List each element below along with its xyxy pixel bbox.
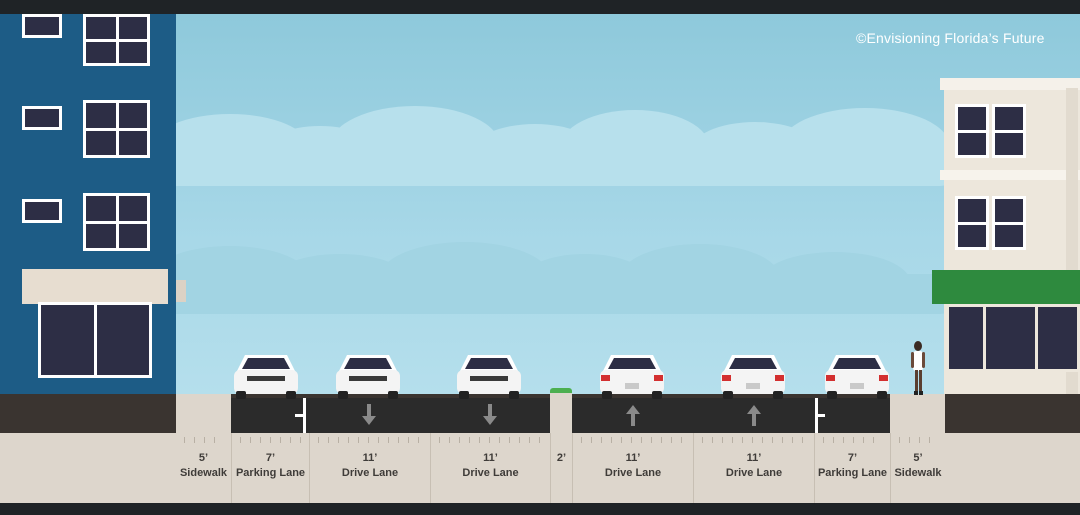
median-grass: [550, 388, 572, 393]
ledge: [940, 170, 1080, 180]
car-front-icon: [335, 353, 401, 399]
roadway-east: [572, 398, 890, 433]
segment-median: 2’: [550, 433, 572, 503]
storefront-window: [946, 304, 1080, 372]
car-rear-icon: [824, 353, 890, 399]
segment-width: 11’: [362, 452, 378, 464]
dimension-base: [0, 433, 1080, 503]
segment-drive-lane-3: 11’ Drive Lane: [572, 433, 693, 503]
segment-width: 11’: [483, 452, 498, 464]
arrow-up-icon: [626, 405, 640, 426]
awning-shadow: [176, 280, 186, 302]
window: [83, 14, 150, 66]
segment-width: 5’: [198, 452, 209, 464]
frame-bottom: [0, 503, 1080, 515]
segment-sidewalk-left: 5’ Sidewalk: [176, 433, 231, 503]
arrow-down-icon: [483, 404, 497, 425]
window: [992, 104, 1026, 158]
small-window: [22, 199, 62, 223]
small-window: [22, 14, 62, 38]
cloud-band: [140, 274, 960, 314]
segment-label: Parking Lane: [817, 467, 888, 479]
segment-width: 11’: [625, 452, 641, 464]
sidewalk-right: [890, 394, 945, 434]
segment-width: 7’: [265, 452, 276, 464]
frame-top: [0, 0, 1080, 14]
segment-label: Drive Lane: [725, 467, 783, 479]
image-credit: ©Envisioning Florida’s Future: [856, 30, 1045, 46]
arrow-up-icon: [747, 405, 761, 426]
segment-drive-lane-4: 11’ Drive Lane: [693, 433, 814, 503]
segment-width: 7’: [847, 452, 858, 464]
segment-label: Drive Lane: [604, 467, 662, 479]
segment-drive-lane-2: 11’ Drive Lane: [430, 433, 550, 503]
segment-label: Sidewalk: [179, 467, 228, 479]
car-rear-icon: [720, 353, 786, 399]
median: [550, 392, 572, 434]
segment-width: 5’: [913, 452, 923, 464]
sky: [0, 14, 1080, 394]
roadway-west: [231, 398, 550, 433]
left-awning: [22, 269, 168, 304]
small-window: [22, 106, 62, 130]
segment-label: Sidewalk: [894, 467, 942, 479]
segment-width: 11’: [746, 452, 762, 464]
pedestrian-icon: [911, 341, 925, 395]
segment-drive-lane-1: 11’ Drive Lane: [309, 433, 430, 503]
segment-parking-left: 7’ Parking Lane: [231, 433, 309, 503]
cornice: [940, 78, 1080, 90]
segment-label: Drive Lane: [341, 467, 399, 479]
segment-width: 2’: [556, 452, 567, 464]
car-rear-icon: [599, 353, 665, 399]
window: [83, 193, 150, 251]
right-awning: [932, 270, 1080, 304]
sidewalk-left: [176, 394, 231, 434]
parking-lane-marking: [815, 414, 825, 417]
segment-label: Parking Lane: [235, 467, 306, 479]
car-front-icon: [456, 353, 522, 399]
segment-parking-right: 7’ Parking Lane: [814, 433, 890, 503]
segment-label: Drive Lane: [462, 467, 519, 479]
storefront-window: [38, 302, 152, 378]
arrow-down-icon: [362, 404, 376, 425]
window: [83, 100, 150, 158]
window: [955, 104, 989, 158]
segment-sidewalk-right: 5’ Sidewalk: [890, 433, 945, 503]
cloud-band: [140, 146, 960, 186]
parking-lane-marking: [295, 414, 305, 417]
window: [955, 196, 989, 250]
car-front-icon: [233, 353, 299, 399]
window: [992, 196, 1026, 250]
